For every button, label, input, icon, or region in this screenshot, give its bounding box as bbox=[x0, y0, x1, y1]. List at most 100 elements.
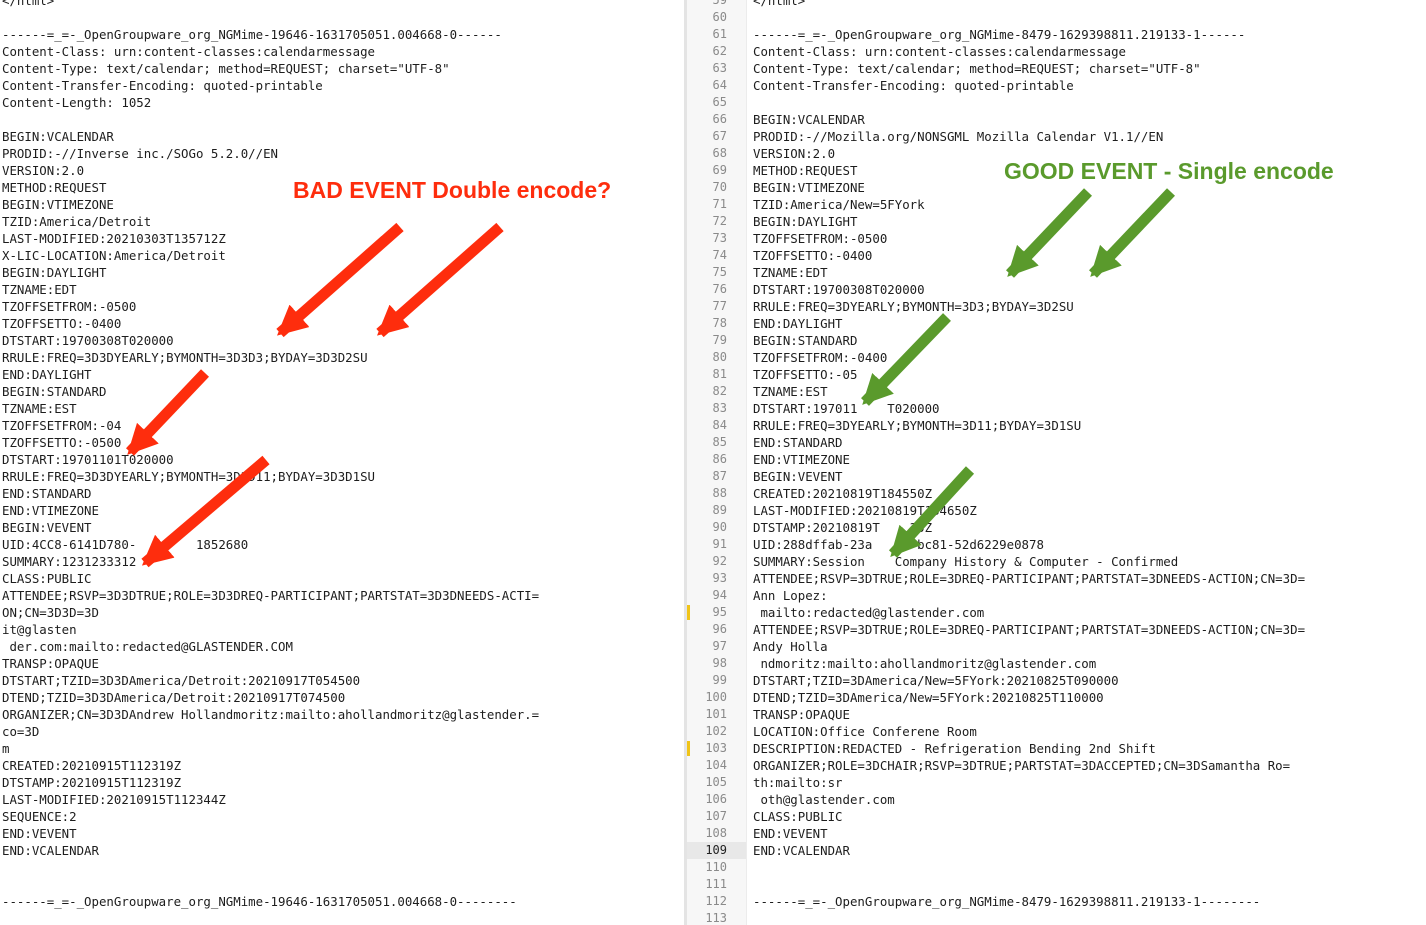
code-line[interactable]: Content-Class: urn:content-classes:calen… bbox=[2, 44, 375, 59]
pane-divider[interactable] bbox=[684, 0, 687, 925]
code-line[interactable]: UID:4CC8-6141D780- 1852680 bbox=[2, 537, 249, 552]
line-text: PRODID:-//Mozilla.org/NONSGML Mozilla Ca… bbox=[753, 129, 1164, 144]
code-line[interactable]: der.com:mailto:redacted@GLASTENDER.COM bbox=[2, 639, 293, 654]
code-line[interactable]: BEGIN:STANDARD bbox=[2, 384, 107, 399]
line-number: 73 bbox=[712, 231, 727, 245]
code-line[interactable]: RRULE:FREQ=3D3DYEARLY;BYMONTH=3D3D3;BYDA… bbox=[2, 350, 368, 365]
code-line[interactable]: METHOD:REQUEST bbox=[2, 180, 107, 195]
line-text: BEGIN:DAYLIGHT bbox=[753, 214, 858, 229]
code-line[interactable] bbox=[2, 876, 539, 893]
line-text: RRULE:FREQ=3DYEARLY;BYMONTH=3D3;BYDAY=3D… bbox=[753, 299, 1074, 314]
line-text: ndmoritz:mailto:ahollandmoritz@glastende… bbox=[753, 656, 1097, 671]
code-line[interactable]: TRANSP:OPAQUE bbox=[2, 656, 99, 671]
code-line[interactable]: it@glasten bbox=[2, 622, 77, 637]
line-text: DTSTART:19700308T020000 bbox=[753, 282, 925, 297]
line-number: 112 bbox=[705, 894, 727, 908]
line-text: mailto:redacted@glastender.com bbox=[753, 605, 985, 620]
code-line[interactable]: TZOFFSETTO:-0400 bbox=[2, 316, 122, 331]
line-number: 105 bbox=[705, 775, 727, 789]
code-line[interactable]: Content-Length: 1052 bbox=[2, 95, 152, 110]
code-line[interactable]: END:VEVENT bbox=[2, 826, 77, 841]
line-text: ------=_=-_OpenGroupware_org_NGMime-8479… bbox=[753, 894, 1261, 909]
code-line[interactable]: X-LIC-LOCATION:America/Detroit bbox=[2, 248, 226, 263]
line-number: 84 bbox=[712, 418, 727, 432]
code-line[interactable]: TZOFFSETTO:-0500 bbox=[2, 435, 122, 450]
code-line[interactable]: </html> bbox=[2, 0, 55, 8]
code-line[interactable]: LAST-MODIFIED:20210303T135712Z bbox=[2, 231, 226, 246]
line-number: 70 bbox=[712, 180, 727, 194]
line-text: TRANSP:OPAQUE bbox=[753, 707, 850, 722]
line-number: 67 bbox=[712, 129, 727, 143]
line-text: TZOFFSETTO:-0400 bbox=[753, 248, 873, 263]
code-line[interactable] bbox=[2, 111, 539, 128]
code-line[interactable]: RRULE:FREQ=3D3DYEARLY;BYMONTH=3D3D11;BYD… bbox=[2, 469, 375, 484]
line-number: 81 bbox=[712, 367, 727, 381]
line-number: 108 bbox=[705, 826, 727, 840]
line-text: TZOFFSETFROM:-0400 bbox=[753, 350, 888, 365]
code-line[interactable]: TZID:America/Detroit bbox=[2, 214, 152, 229]
line-number: 98 bbox=[712, 656, 727, 670]
code-line[interactable]: ------=_=-_OpenGroupware_org_NGMime-1964… bbox=[2, 894, 517, 909]
line-number: 95 bbox=[712, 605, 727, 619]
code-line[interactable]: PRODID:-//Inverse inc./SOGo 5.2.0//EN bbox=[2, 146, 279, 161]
line-text: DESCRIPTION:REDACTED - Refrigeration Ben… bbox=[753, 741, 1156, 756]
code-line[interactable]: ORGANIZER;CN=3D3DAndrew Hollandmoritz:ma… bbox=[2, 707, 540, 722]
code-line[interactable]: TZOFFSETFROM:-04 bbox=[2, 418, 122, 433]
code-line[interactable]: DTSTAMP:20210915T112319Z bbox=[2, 775, 182, 790]
line-number: 66 bbox=[712, 112, 727, 126]
line-number: 63 bbox=[712, 61, 727, 75]
code-line[interactable]: END:VTIMEZONE bbox=[2, 503, 99, 518]
code-line[interactable]: DTEND;TZID=3D3DAmerica/Detroit:20210917T… bbox=[2, 690, 346, 705]
line-number: 113 bbox=[705, 911, 727, 925]
code-line[interactable]: LAST-MODIFIED:20210915T112344Z bbox=[2, 792, 226, 807]
line-number: 72 bbox=[712, 214, 727, 228]
code-line[interactable]: DTSTART;TZID=3D3DAmerica/Detroit:2021091… bbox=[2, 673, 361, 688]
code-line[interactable]: BEGIN:VTIMEZONE bbox=[2, 197, 114, 212]
code-line[interactable]: m bbox=[2, 741, 10, 756]
code-line[interactable]: ON;CN=3D3D=3D bbox=[2, 605, 99, 620]
line-number: 106 bbox=[705, 792, 727, 806]
line-text: DTSTART:197011 T020000 bbox=[753, 401, 940, 416]
code-line[interactable]: Content-Transfer-Encoding: quoted-printa… bbox=[2, 78, 323, 93]
line-number: 107 bbox=[705, 809, 727, 823]
code-line[interactable]: TZNAME:EST bbox=[2, 401, 77, 416]
line-text: BEGIN:VCALENDAR bbox=[753, 112, 865, 127]
code-line[interactable]: CREATED:20210915T112319Z bbox=[2, 758, 182, 773]
code-line[interactable]: ATTENDEE;RSVP=3D3DTRUE;ROLE=3D3DREQ-PART… bbox=[2, 588, 540, 603]
code-line[interactable]: SUMMARY:1231233312 bbox=[2, 554, 137, 569]
code-line[interactable]: END:DAYLIGHT bbox=[2, 367, 92, 382]
line-number: 96 bbox=[712, 622, 727, 636]
code-line[interactable]: VERSION:2.0 bbox=[2, 163, 85, 178]
line-number: 86 bbox=[712, 452, 727, 466]
line-text: VERSION:2.0 bbox=[753, 146, 836, 161]
line-text: ORGANIZER;ROLE=3DCHAIR;RSVP=3DTRUE;PARTS… bbox=[753, 758, 1291, 773]
line-text: CLASS:PUBLIC bbox=[753, 809, 843, 824]
code-line[interactable]: TZOFFSETFROM:-0500 bbox=[2, 299, 137, 314]
line-number: 94 bbox=[712, 588, 727, 602]
code-line[interactable]: END:VCALENDAR bbox=[2, 843, 99, 858]
line-text: TZOFFSETTO:-05 bbox=[753, 367, 858, 382]
left-editor-pane[interactable]: </html> ------=_=-_OpenGroupware_org_NGMi… bbox=[0, 0, 684, 925]
line-text: Content-Class: urn:content-classes:calen… bbox=[753, 44, 1126, 59]
line-number: 69 bbox=[712, 163, 727, 177]
code-line[interactable]: TZNAME:EDT bbox=[2, 282, 77, 297]
code-line[interactable]: ------=_=-_OpenGroupware_org_NGMime-1964… bbox=[2, 27, 502, 42]
line-number: 80 bbox=[712, 350, 727, 364]
code-line[interactable] bbox=[2, 859, 539, 876]
code-line[interactable]: co=3D bbox=[2, 724, 40, 739]
code-line[interactable]: DTSTART:19700308T020000 bbox=[2, 333, 174, 348]
code-line[interactable]: SEQUENCE:2 bbox=[2, 809, 77, 824]
code-line[interactable]: CLASS:PUBLIC bbox=[2, 571, 92, 586]
code-line[interactable] bbox=[2, 9, 539, 26]
line-number: 91 bbox=[712, 537, 727, 551]
code-line[interactable]: BEGIN:VEVENT bbox=[2, 520, 92, 535]
code-line[interactable]: BEGIN:DAYLIGHT bbox=[2, 265, 107, 280]
line-number: 68 bbox=[712, 146, 727, 160]
code-line[interactable]: END:STANDARD bbox=[2, 486, 92, 501]
line-text: TZOFFSETFROM:-0500 bbox=[753, 231, 888, 246]
code-line[interactable]: Content-Type: text/calendar; method=REQU… bbox=[2, 61, 450, 76]
line-text: Content-Type: text/calendar; method=REQU… bbox=[753, 61, 1201, 76]
code-line[interactable]: BEGIN:VCALENDAR bbox=[2, 129, 114, 144]
code-line[interactable]: DTSTART:19701101T020000 bbox=[2, 452, 174, 467]
